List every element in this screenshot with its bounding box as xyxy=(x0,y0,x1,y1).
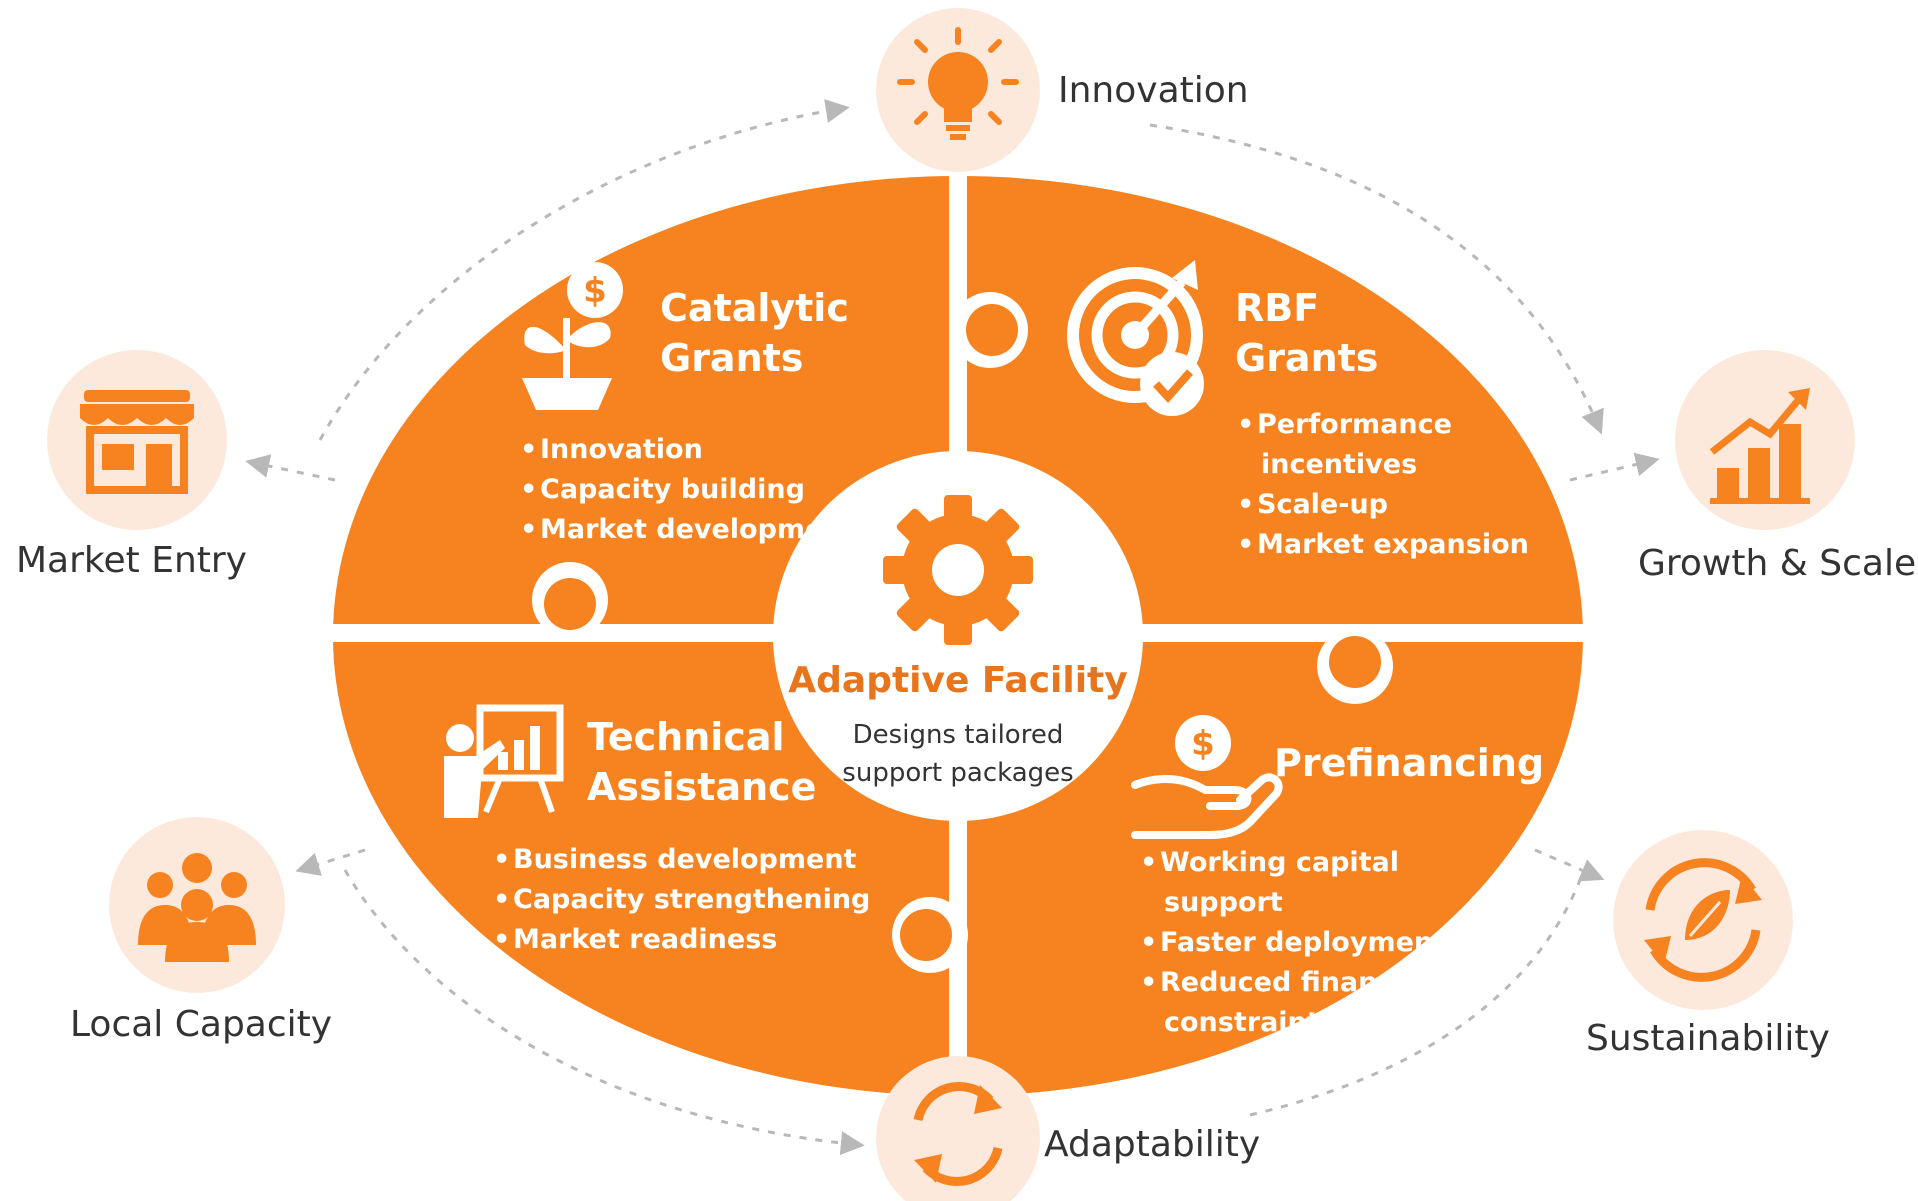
puzzle-knob-right-fill xyxy=(1329,636,1381,688)
rbf-grants-title: RBF Grants xyxy=(1235,283,1378,383)
adaptability-circle xyxy=(876,1056,1040,1201)
target-check-icon xyxy=(1067,260,1204,416)
svg-text:$: $ xyxy=(583,271,607,311)
connector-innovation-to-growth xyxy=(1149,123,1604,435)
innovation-label: Innovation xyxy=(1058,70,1249,111)
list-item-continuation: support xyxy=(1164,887,1283,918)
lightbulb-icon xyxy=(897,27,1019,140)
hand-coin-icon: $ xyxy=(1131,715,1283,839)
technical-title-line2: Assistance xyxy=(587,765,817,809)
refresh-icon xyxy=(913,1082,1003,1186)
list-item-continuation: incentives xyxy=(1261,449,1418,480)
connector-arrows xyxy=(245,99,1660,1156)
connector-to-growth-right xyxy=(1569,452,1660,482)
rbf-grants-list: Performance incentives Scale-up Market e… xyxy=(1237,405,1529,565)
puzzle-knob-bottom-fill xyxy=(900,909,952,961)
list-item: Performance xyxy=(1237,405,1529,445)
prefinancing-title: Prefinancing xyxy=(1274,741,1545,785)
market-entry-circle xyxy=(47,350,227,530)
svg-text:$: $ xyxy=(1191,724,1215,764)
list-item-continuation: constraints xyxy=(1164,1007,1336,1038)
list-item: Faster deployment xyxy=(1140,923,1446,963)
presenter-chart-icon xyxy=(444,704,564,818)
list-item: Reduced financing xyxy=(1140,963,1446,1003)
rbf-title-line2: Grants xyxy=(1235,336,1379,380)
leaf-cycle-icon xyxy=(1644,858,1762,982)
list-item: Working capital xyxy=(1140,843,1446,883)
technical-assistance-list: Business development Capacity strengthen… xyxy=(493,840,870,960)
connector-to-sustainability-right xyxy=(1534,848,1605,882)
storefront-icon xyxy=(80,390,194,494)
center-title: Adaptive Facility xyxy=(788,660,1128,701)
plant-coin-icon: $ xyxy=(522,262,623,410)
catalytic-title-line1: Catalytic xyxy=(660,286,849,330)
catalytic-title-line2: Grants xyxy=(660,336,804,380)
technical-title-line1: Technical xyxy=(587,715,785,759)
puzzle-knob-top-fill xyxy=(966,304,1018,356)
rbf-title-line1: RBF xyxy=(1235,286,1320,330)
prefinancing-list: Working capital support Faster deploymen… xyxy=(1140,843,1446,1043)
center-subtitle: Designs tailored support packages xyxy=(798,716,1118,792)
connector-to-market-entry xyxy=(245,454,336,482)
connector-local-capacity-to-adaptability xyxy=(343,869,865,1156)
list-item: Scale-up xyxy=(1237,485,1529,525)
connector-to-local-capacity xyxy=(295,848,366,876)
local-capacity-label: Local Capacity xyxy=(70,1004,333,1045)
puzzle-knob-left-fill xyxy=(544,578,596,630)
growth-scale-label: Growth & Scale xyxy=(1638,543,1917,584)
adaptability-label: Adaptability xyxy=(1044,1124,1261,1165)
growth-chart-icon xyxy=(1709,388,1810,504)
list-item: Market readiness xyxy=(493,920,870,960)
list-item: Innovation xyxy=(520,430,856,470)
list-item: Market development xyxy=(520,510,856,550)
people-group-icon xyxy=(138,853,256,962)
center-subtitle-line1: Designs tailored xyxy=(852,720,1064,750)
connector-adaptability-to-sustainability xyxy=(1249,879,1582,1117)
center-subtitle-line2: support packages xyxy=(842,758,1074,788)
catalytic-grants-list: Innovation Capacity building Market deve… xyxy=(520,430,856,550)
gear-icon xyxy=(883,495,1033,645)
list-item: Capacity building xyxy=(520,470,856,510)
list-item: Market expansion xyxy=(1237,525,1529,565)
market-entry-label: Market Entry xyxy=(16,540,247,581)
sustainability-label: Sustainability xyxy=(1586,1018,1830,1059)
list-item: Business development xyxy=(493,840,870,880)
list-item: Capacity strengthening xyxy=(493,880,870,920)
catalytic-grants-title: Catalytic Grants xyxy=(660,283,849,383)
technical-assistance-title: Technical Assistance xyxy=(587,712,816,812)
